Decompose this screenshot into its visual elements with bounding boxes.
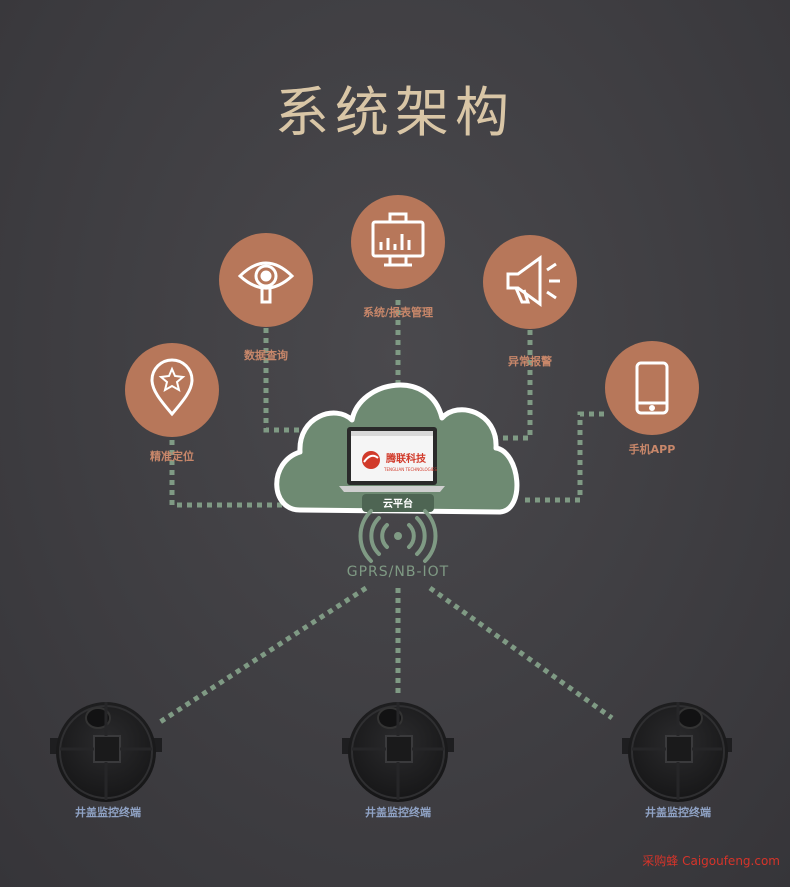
brand-name: 腾联科技: [385, 452, 427, 465]
network-label: GPRS/NB-IOT: [347, 564, 449, 580]
node-data-query-label: 数据查询: [244, 348, 288, 362]
node-positioning-label: 精准定位: [150, 449, 194, 463]
device-label: 井盖监控终端: [75, 805, 141, 819]
device-right: 井盖监控终端: [622, 702, 732, 819]
manhole-monitor-icon: [622, 702, 732, 802]
node-mobile-app-label: 手机APP: [629, 442, 676, 456]
link-data-query: [263, 328, 322, 433]
node-alarm-label: 异常报警: [508, 354, 552, 368]
cloud-platform: 腾联科技 TENGLIAN TECHNOLOGIES 云平台: [274, 382, 520, 515]
node-report: 系统/报表管理: [351, 195, 445, 319]
node-report-label: 系统/报表管理: [363, 305, 433, 319]
node-mobile-app: 手机APP: [605, 341, 699, 456]
smartphone-icon: [635, 361, 669, 415]
watermark: 采购蜂 Caigoufeng.com: [642, 854, 780, 868]
device-center: 井盖监控终端: [342, 702, 454, 819]
link-alarm: [490, 330, 533, 441]
node-alarm: 异常报警: [483, 235, 577, 368]
wireless-signal-icon: [358, 509, 438, 563]
brand-logo: 腾联科技 TENGLIAN TECHNOLOGIES: [362, 451, 437, 472]
link-device-left: [158, 585, 368, 725]
cloud-label: 云平台: [383, 497, 413, 510]
device-label: 井盖监控终端: [365, 805, 431, 819]
eye-search-icon: [237, 261, 295, 304]
device-label: 井盖监控终端: [645, 805, 711, 819]
link-positioning: [169, 440, 300, 508]
node-positioning: 精准定位: [125, 343, 219, 463]
brand-subtitle: TENGLIAN TECHNOLOGIES: [383, 467, 437, 472]
connector-lines: [158, 300, 614, 725]
manhole-monitor-icon: [50, 702, 162, 802]
location-star-icon: [150, 358, 194, 417]
cloud-label-badge: [362, 494, 434, 512]
manhole-monitor-icon: [342, 702, 454, 802]
node-data-query: 数据查询: [219, 233, 313, 362]
monitor-chart-icon: [371, 212, 425, 267]
megaphone-icon: [506, 255, 560, 307]
link-mobile-app: [520, 411, 604, 503]
device-left: 井盖监控终端: [50, 702, 162, 819]
page-title: 系统架构: [275, 81, 515, 144]
link-device-right: [428, 585, 614, 721]
